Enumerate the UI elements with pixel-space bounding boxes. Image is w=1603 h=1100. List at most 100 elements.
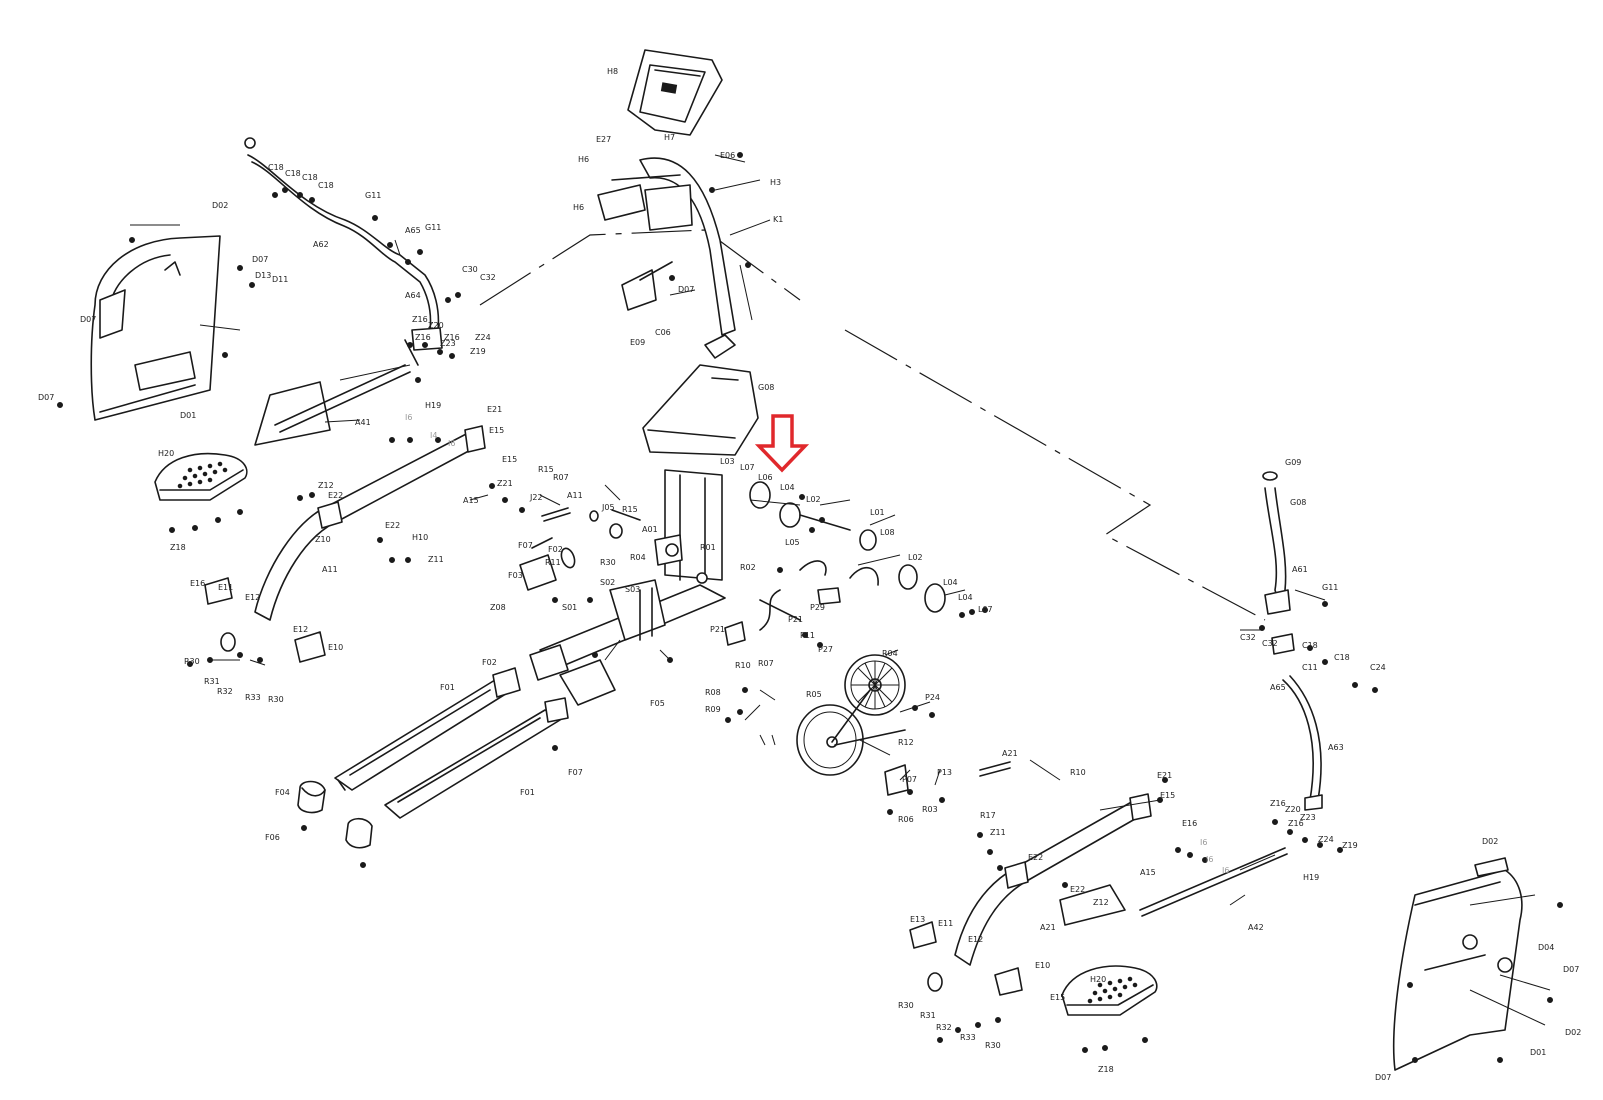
part-label: H8 xyxy=(607,67,618,76)
part-label: R32 xyxy=(217,687,233,696)
part-label: J05 xyxy=(601,503,615,512)
part-label: E12 xyxy=(245,593,260,602)
part-label: R15 xyxy=(622,505,638,514)
part-label: E10 xyxy=(1035,961,1050,970)
part-label: A41 xyxy=(355,418,371,427)
part-label: D11 xyxy=(272,275,288,284)
part-label: D02 xyxy=(212,201,228,210)
part-label: P21 xyxy=(710,625,725,634)
part-label: F06 xyxy=(265,833,280,842)
part-label: L05 xyxy=(785,538,800,547)
part-label: H19 xyxy=(1303,873,1319,882)
part-label: Z23 xyxy=(1300,813,1316,822)
part-label: R04 xyxy=(882,649,898,658)
part-label: E06 xyxy=(720,151,735,160)
part-label: R05 xyxy=(806,690,822,699)
part-label: D07 xyxy=(80,315,96,324)
part-label: E12 xyxy=(293,625,308,634)
part-label: P27 xyxy=(818,645,833,654)
part-label: Z11 xyxy=(990,828,1006,837)
center-links-part xyxy=(541,507,641,539)
part-label: A42 xyxy=(1248,923,1264,932)
part-label: C24 xyxy=(1370,663,1386,672)
part-label: A11 xyxy=(322,565,338,574)
part-label: A65 xyxy=(1270,683,1286,692)
part-label: R12 xyxy=(898,738,914,747)
part-label: Z18 xyxy=(170,543,186,552)
part-label: R33 xyxy=(960,1033,976,1042)
base-frame-part xyxy=(529,579,726,706)
part-label: Z11 xyxy=(428,555,444,564)
part-label: R02 xyxy=(740,563,756,572)
part-label: A65 xyxy=(405,226,421,235)
part-label: D01 xyxy=(1530,1048,1546,1057)
flywheel-part xyxy=(796,689,906,776)
part-label: F02 xyxy=(548,545,563,554)
part-label: R30 xyxy=(184,657,200,666)
part-label: A21 xyxy=(1002,749,1018,758)
part-label: F01 xyxy=(520,788,535,797)
right-cover-part xyxy=(1392,857,1523,1071)
part-label: Z24 xyxy=(475,333,491,342)
part-label: D07 xyxy=(252,255,268,264)
part-label: C06 xyxy=(655,328,671,337)
left-cover-part xyxy=(90,235,221,421)
right-stabilizer-part xyxy=(345,697,569,849)
part-label: E16 xyxy=(190,579,205,588)
part-label: Z08 xyxy=(490,603,506,612)
part-label: D02 xyxy=(1565,1028,1581,1037)
resistance-parts xyxy=(724,481,946,646)
part-label: R30 xyxy=(898,1001,914,1010)
part-label: C18 xyxy=(1302,641,1318,650)
part-label: H20 xyxy=(158,449,174,458)
part-label: R04 xyxy=(630,553,646,562)
part-label: C32 xyxy=(1262,639,1278,648)
part-label: C18 xyxy=(302,173,318,182)
part-label: G11 xyxy=(365,191,381,200)
part-label: R08 xyxy=(705,688,721,697)
part-label: E21 xyxy=(1157,771,1172,780)
part-label: L07 xyxy=(978,605,993,614)
part-label: P13 xyxy=(937,768,952,777)
part-label: G08 xyxy=(758,383,774,392)
part-label: I6 xyxy=(448,439,455,448)
part-label: E15 xyxy=(489,426,504,435)
part-label: E16 xyxy=(1182,819,1197,828)
part-label: C18 xyxy=(1334,653,1350,662)
part-label: I6 xyxy=(1206,855,1213,864)
part-label: E09 xyxy=(630,338,645,347)
part-label: Z18 xyxy=(1098,1065,1114,1074)
part-label: E22 xyxy=(1028,853,1043,862)
part-label: A64 xyxy=(405,291,421,300)
console-part xyxy=(627,49,723,136)
part-label: Z12 xyxy=(1093,898,1109,907)
label-group-left-arm: E21 E15 E15 Z21 Z12 E22 E22 A11 H10 Z11 … xyxy=(184,405,543,704)
part-label: H20 xyxy=(1090,975,1106,984)
part-label: F07 xyxy=(518,541,533,550)
label-group-top: H8 E27 H6 H7 H3 H6 K1 E06 D07 E09 G08 C0… xyxy=(573,67,783,392)
part-label: H7 xyxy=(664,133,675,142)
part-label: L07 xyxy=(740,463,755,472)
right-handlebar-part xyxy=(1262,471,1323,811)
part-label: R07 xyxy=(758,659,774,668)
part-label: F07 xyxy=(568,768,583,777)
part-label: R07 xyxy=(553,473,569,482)
part-label: E21 xyxy=(487,405,502,414)
dash-line-right xyxy=(844,329,1266,621)
part-label: R10 xyxy=(735,661,751,670)
left-pedal-arm-part xyxy=(204,364,486,663)
part-label: R17 xyxy=(980,811,996,820)
left-stabilizer-part xyxy=(297,667,521,814)
label-group-right-cover: D02 D04 D07 D02 D01 D07 xyxy=(1375,837,1581,1082)
part-label: D04 xyxy=(1538,943,1554,952)
part-label: F05 xyxy=(650,699,665,708)
part-label: E22 xyxy=(1070,885,1085,894)
part-label: S02 xyxy=(600,578,615,587)
part-label: S03 xyxy=(625,585,640,594)
part-label: L03 xyxy=(720,457,735,466)
part-label: A63 xyxy=(1328,743,1344,752)
pivot-part xyxy=(621,261,673,311)
part-label: E27 xyxy=(596,135,611,144)
